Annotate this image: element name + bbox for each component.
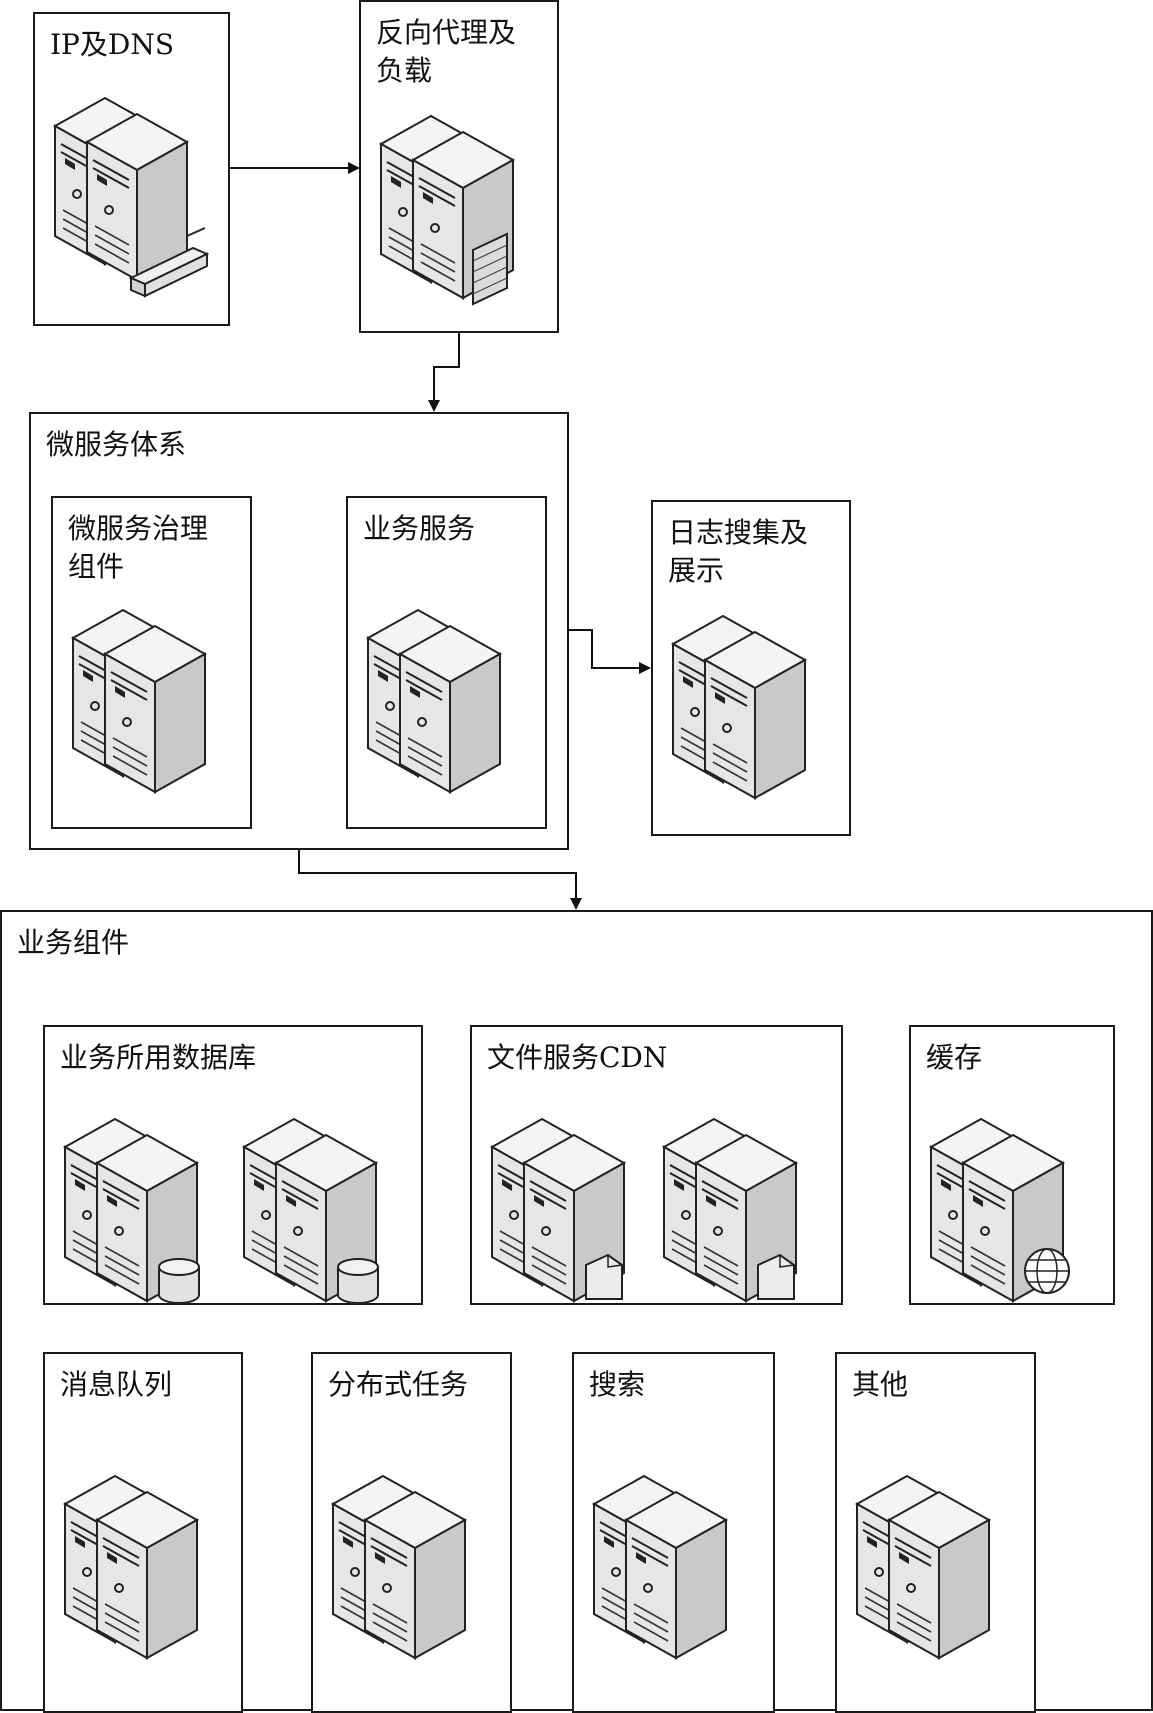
search-label: 搜索 xyxy=(589,1368,646,1401)
database-cylinder-icon xyxy=(241,1117,392,1317)
arrow-proxy-to-microservices xyxy=(428,333,460,412)
database-cylinder-icon xyxy=(62,1117,213,1317)
microservice-system-box: 微服务体系 微服务治理 组件 业务服务 xyxy=(29,412,569,850)
arrow-microservices-to-log xyxy=(569,629,651,674)
business-components-box: 业务组件 业务所用数据库 文件服务CDN 缓存 消息队列 分布式任务 搜索 xyxy=(0,910,1153,1713)
server-icon xyxy=(854,1474,1005,1674)
log-collection-box: 日志搜集及 展示 xyxy=(651,500,851,836)
server-rack-icon xyxy=(52,96,210,298)
server-icon xyxy=(670,614,821,814)
server-icon xyxy=(330,1474,481,1674)
server-firewall-icon xyxy=(378,114,529,314)
reverse-proxy-box: 反向代理及 负载 xyxy=(359,0,559,333)
search-box: 搜索 xyxy=(572,1352,775,1713)
message-queue-label: 消息队列 xyxy=(60,1368,173,1401)
governance-label: 微服务治理 组件 xyxy=(68,512,209,583)
database-label: 业务所用数据库 xyxy=(60,1041,257,1074)
ip-dns-label: IP及DNS xyxy=(50,28,175,61)
file-cdn-label: 文件服务CDN xyxy=(487,1041,668,1074)
business-service-box: 业务服务 xyxy=(346,496,547,829)
database-box: 业务所用数据库 xyxy=(43,1025,423,1305)
microservice-system-label: 微服务体系 xyxy=(46,428,187,461)
cache-box: 缓存 xyxy=(909,1025,1115,1305)
file-icon xyxy=(661,1117,812,1317)
globe-icon xyxy=(928,1117,1079,1317)
file-icon xyxy=(489,1117,640,1317)
distributed-task-box: 分布式任务 xyxy=(311,1352,512,1713)
other-box: 其他 xyxy=(835,1352,1036,1713)
business-service-label: 业务服务 xyxy=(363,512,476,545)
governance-box: 微服务治理 组件 xyxy=(51,496,252,829)
server-icon xyxy=(62,1474,213,1674)
server-icon xyxy=(365,608,516,808)
business-components-label: 业务组件 xyxy=(17,926,130,959)
message-queue-box: 消息队列 xyxy=(43,1352,243,1713)
server-icon xyxy=(70,608,221,808)
server-icon xyxy=(591,1474,742,1674)
log-collection-label: 日志搜集及 展示 xyxy=(668,516,809,587)
distributed-task-label: 分布式任务 xyxy=(328,1368,469,1401)
file-cdn-box: 文件服务CDN xyxy=(470,1025,843,1305)
arrow-microservices-to-components xyxy=(298,850,582,910)
ip-dns-box: IP及DNS xyxy=(33,12,230,326)
cache-label: 缓存 xyxy=(926,1041,983,1074)
other-label: 其他 xyxy=(852,1368,909,1401)
reverse-proxy-label: 反向代理及 负载 xyxy=(376,16,517,87)
